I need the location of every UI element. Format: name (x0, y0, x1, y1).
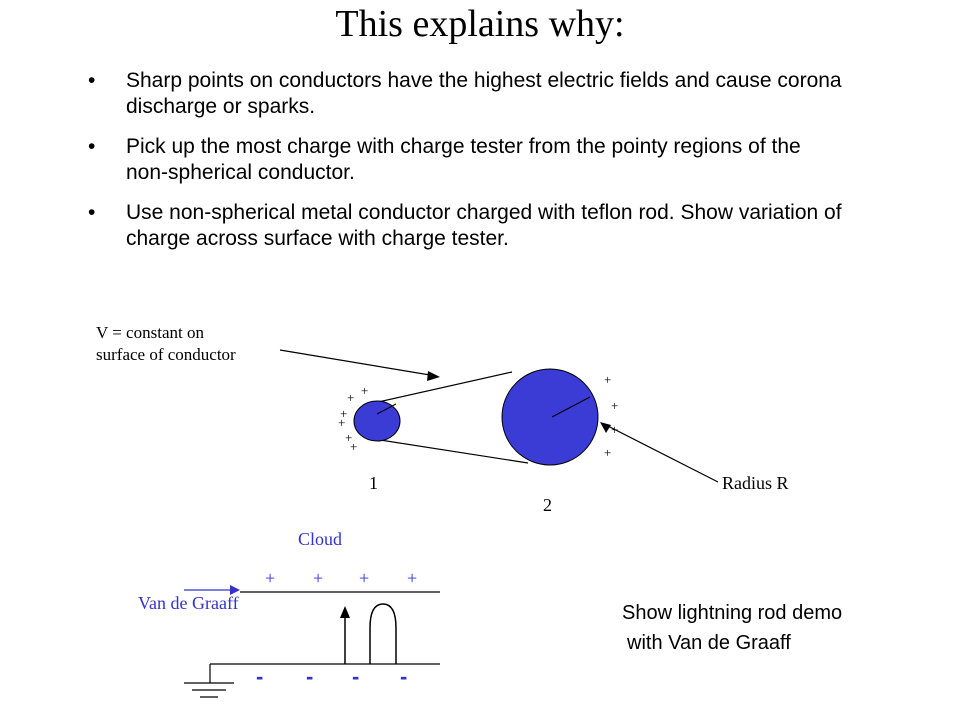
large-sphere (501, 368, 599, 466)
bullet-marker: • (88, 69, 96, 92)
small-sphere (353, 400, 401, 442)
plus-sign: + (345, 430, 352, 445)
bullet-list: • Sharp points on conductors have the hi… (88, 68, 848, 266)
cloud-charge-plus: + (407, 568, 417, 588)
plus-sign: + (611, 398, 618, 413)
plus-sign: + (350, 439, 357, 454)
bullet-marker: • (88, 201, 96, 224)
small-sphere-label: 1 (369, 473, 378, 493)
van-de-graaff-label: Van de Graaff (138, 593, 239, 613)
small-sphere-radius (376, 403, 397, 415)
bullet-item: • Sharp points on conductors have the hi… (88, 68, 848, 120)
plus-sign: + (338, 415, 345, 430)
radius-pointer-line (603, 423, 719, 483)
cloud-charge-plus: + (359, 568, 369, 588)
demo-note: Show lightning rod demo with Van de Graa… (622, 598, 842, 658)
plus-sign: + (347, 390, 354, 405)
ground-charge-minus: - (256, 664, 263, 689)
large-sphere-radius (551, 396, 591, 418)
plus-sign: + (604, 445, 611, 460)
van-de-graaff-pointer-arrowhead (230, 585, 240, 595)
upper-tangent-line (377, 371, 513, 403)
v-pointer-arrowhead (427, 371, 440, 381)
lower-tangent-line (379, 439, 529, 464)
plus-sign: + (340, 406, 347, 421)
v-constant-label: V = constant on surface of conductor (96, 322, 236, 366)
bullet-text: Pick up the most charge with charge test… (126, 135, 801, 184)
bullet-item: • Pick up the most charge with charge te… (88, 134, 848, 186)
bullet-item: • Use non-spherical metal conductor char… (88, 200, 848, 252)
demo-note-line-1: Show lightning rod demo (622, 602, 843, 624)
plus-sign: + (361, 383, 368, 398)
bullet-text: Use non-spherical metal conductor charge… (126, 201, 842, 250)
rod-tip-arrowhead (340, 606, 350, 618)
plus-sign: + (611, 422, 618, 437)
v-constant-label-line-1: V = constant on (96, 323, 204, 342)
v-constant-label-line-2: surface of conductor (96, 345, 236, 364)
ground-charge-minus: - (400, 664, 407, 689)
cloud-charge-plus: + (265, 568, 275, 588)
slide-title: This explains why: (335, 3, 625, 45)
rounded-lightning-rod (369, 603, 397, 664)
demo-note-line-2: with Van de Graaff (627, 632, 791, 654)
plus-sign: + (604, 372, 611, 387)
ground-charge-minus: - (306, 664, 313, 689)
ground-charge-minus: - (352, 664, 359, 689)
large-sphere-label: 2 (543, 495, 552, 515)
bullet-marker: • (88, 135, 96, 158)
radius-label: Radius R (722, 473, 789, 493)
cloud-label: Cloud (298, 529, 343, 549)
radius-pointer-arrowhead (600, 422, 611, 433)
bullet-text: Sharp points on conductors have the high… (126, 69, 842, 118)
cloud-charge-plus: + (313, 568, 323, 588)
v-pointer-line (279, 349, 437, 377)
